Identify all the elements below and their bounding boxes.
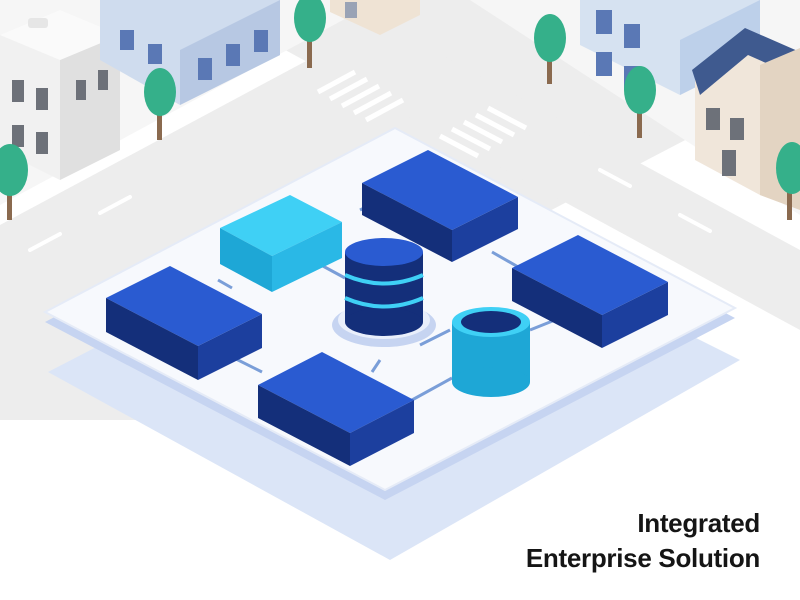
database-cylinder-striped: [332, 238, 436, 347]
crosswalk-north: [316, 69, 405, 123]
tree: [534, 14, 566, 84]
trees: [0, 0, 800, 220]
caption-line-1: Integrated: [637, 508, 760, 538]
tree: [294, 0, 326, 68]
accent-block-top-left: [220, 195, 342, 292]
caption-line-2: Enterprise Solution: [525, 543, 760, 573]
server-block-left: [106, 266, 262, 380]
storage-cylinder-open: [452, 307, 530, 397]
caption-title: Integrated Enterprise Solution: [526, 506, 760, 576]
building-gray-left: [0, 10, 120, 180]
building-beige-top: [330, 0, 420, 35]
crosswalk-east: [438, 105, 528, 159]
tree: [144, 68, 176, 140]
lane-markings: [28, 168, 712, 252]
server-block-top-center: [362, 150, 518, 262]
server-block-right: [512, 235, 668, 348]
tree: [776, 142, 800, 220]
tree: [0, 144, 28, 220]
server-block-bottom-center: [258, 352, 414, 466]
tree: [624, 66, 656, 138]
building-blue-top: [100, 0, 280, 105]
road-diagonal: [230, 0, 800, 330]
